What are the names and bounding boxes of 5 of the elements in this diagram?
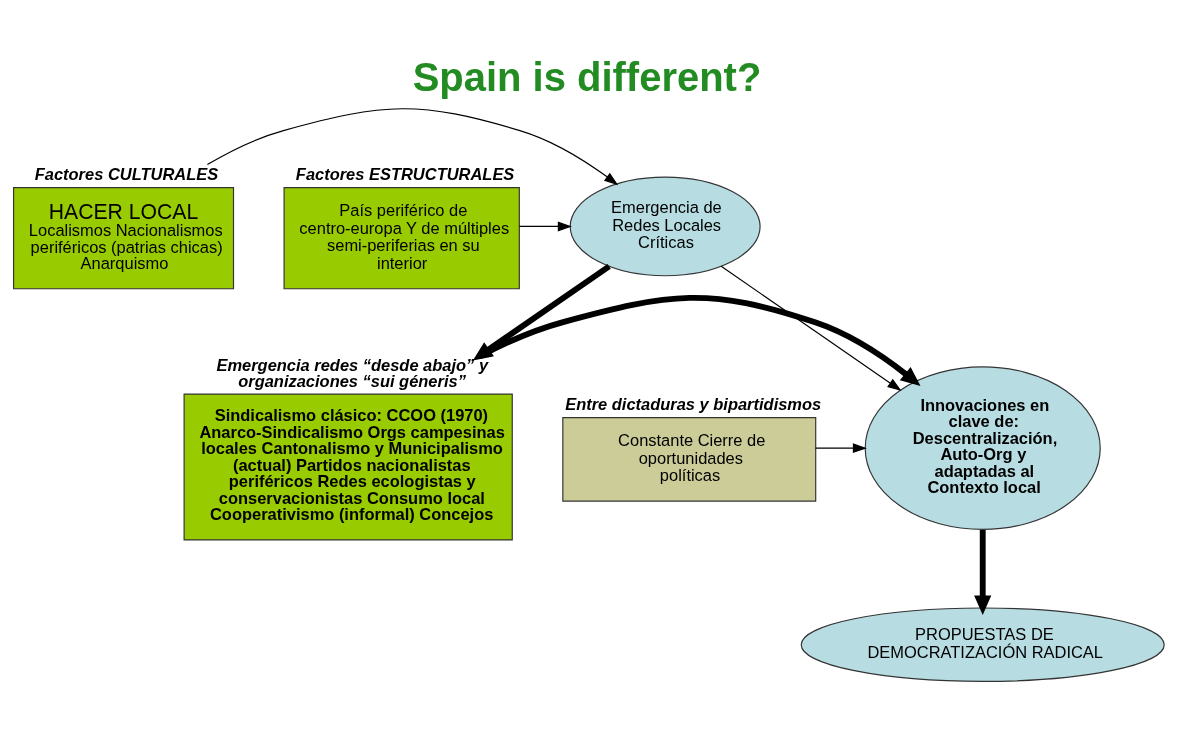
diagram-title: Spain is different? bbox=[412, 54, 762, 99]
node-label: Factores CULTURALES bbox=[34, 164, 219, 183]
node-label: Factores ESTRUCTURALES bbox=[295, 164, 515, 183]
node-label: Entre dictaduras y bipartidismos bbox=[565, 394, 822, 413]
node-label: Emergencia redes “desde abajo” y organizaciones “sui géneris” bbox=[216, 355, 489, 390]
